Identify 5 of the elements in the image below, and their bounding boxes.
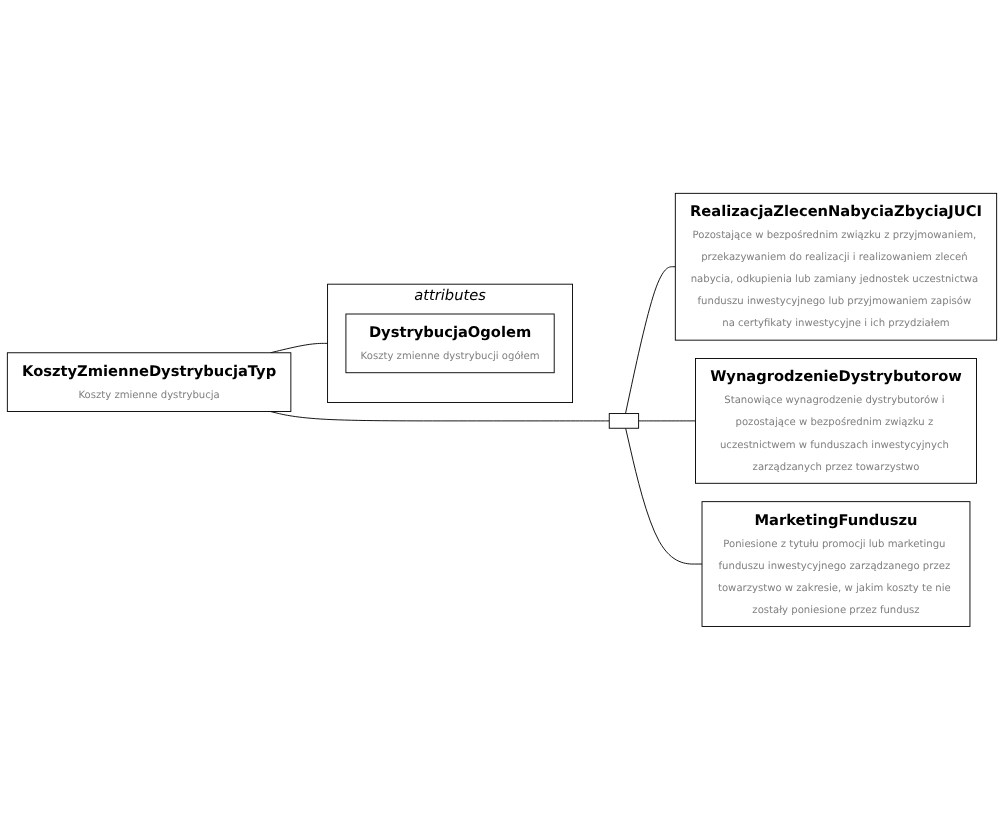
connector xyxy=(638,419,696,421)
connector xyxy=(625,265,676,414)
connector xyxy=(625,426,703,564)
node-box xyxy=(608,412,640,428)
connector xyxy=(269,410,610,421)
